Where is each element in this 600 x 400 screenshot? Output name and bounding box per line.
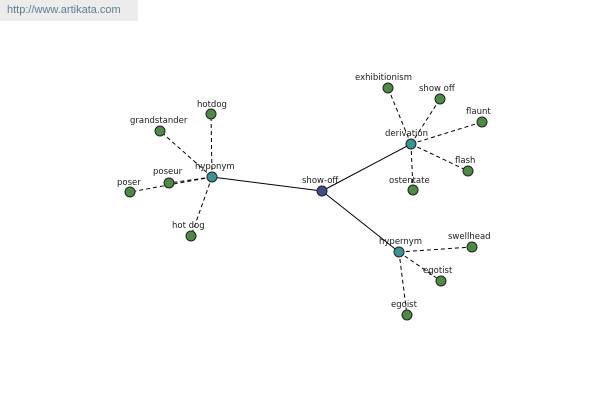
edge-hotdog [210,113,213,178]
edge-egotist [398,251,442,282]
edge-exhibitionism [387,87,412,145]
leaf-node-hot-dog[interactable] [185,230,197,242]
leaf-label-ostentate: ostentate [389,176,430,186]
edge-egoist [398,251,408,316]
graph-nodes [124,82,488,321]
leaf-node-grandstander[interactable] [154,125,166,137]
leaf-node-ostentate[interactable] [407,184,419,196]
leaf-node-hotdog[interactable] [205,108,217,120]
leaf-label-hotdog: hotdog [197,100,227,110]
edge-hot-dog [190,176,213,237]
leaf-label-flash: flash [455,156,475,166]
hub-label-hyponym: hyponym [195,162,235,172]
hub-node-derivation[interactable] [405,138,417,150]
leaf-node-flash[interactable] [462,165,474,177]
edge-flaunt [410,121,483,145]
leaf-label-show-off: show off [419,84,456,94]
center-node[interactable] [316,185,328,197]
leaf-label-grandstander: grandstander [130,116,188,126]
edge-ostentate [410,143,414,191]
leaf-node-exhibitionism[interactable] [382,82,394,94]
leaf-node-flaunt[interactable] [476,116,488,128]
edge-grandstander [159,130,213,178]
edge-show-off [410,98,441,145]
leaf-node-swellhead[interactable] [466,241,478,253]
hub-label-hypernym: hypernym [379,237,422,247]
hub-label-derivation: derivation [385,129,428,139]
leaf-label-flaunt: flaunt [466,107,491,117]
leaf-label-hot-dog: hot dog [172,221,205,231]
edge-center-derivation [321,143,412,192]
graph-labels: show-off hyponym derivation hypernym hotdogg… [117,73,491,310]
leaf-node-show-off[interactable] [434,93,446,105]
leaf-node-egotist[interactable] [435,275,447,287]
edge-center-hyponym [211,176,323,192]
source-link[interactable]: http://www.artikata.com [0,0,138,21]
edge-flash [410,143,469,172]
leaf-label-poser: poser [117,178,141,188]
graph-edges [129,87,483,316]
leaf-label-egotist: egotist [423,266,453,276]
leaf-label-exhibitionism: exhibitionism [355,73,412,83]
hub-node-hypernym[interactable] [393,246,405,258]
edge-poseur [168,176,213,184]
leaf-label-poseur: poseur [153,167,183,177]
center-label: show-off [302,176,339,186]
leaf-node-egoist[interactable] [401,309,413,321]
leaf-node-poser[interactable] [124,186,136,198]
leaf-label-egoist: egoist [391,300,418,310]
leaf-node-poseur[interactable] [163,177,175,189]
edge-swellhead [398,246,473,253]
hub-node-hyponym[interactable] [206,171,218,183]
leaf-label-swellhead: swellhead [448,232,491,242]
edge-center-hypernym [321,190,400,253]
